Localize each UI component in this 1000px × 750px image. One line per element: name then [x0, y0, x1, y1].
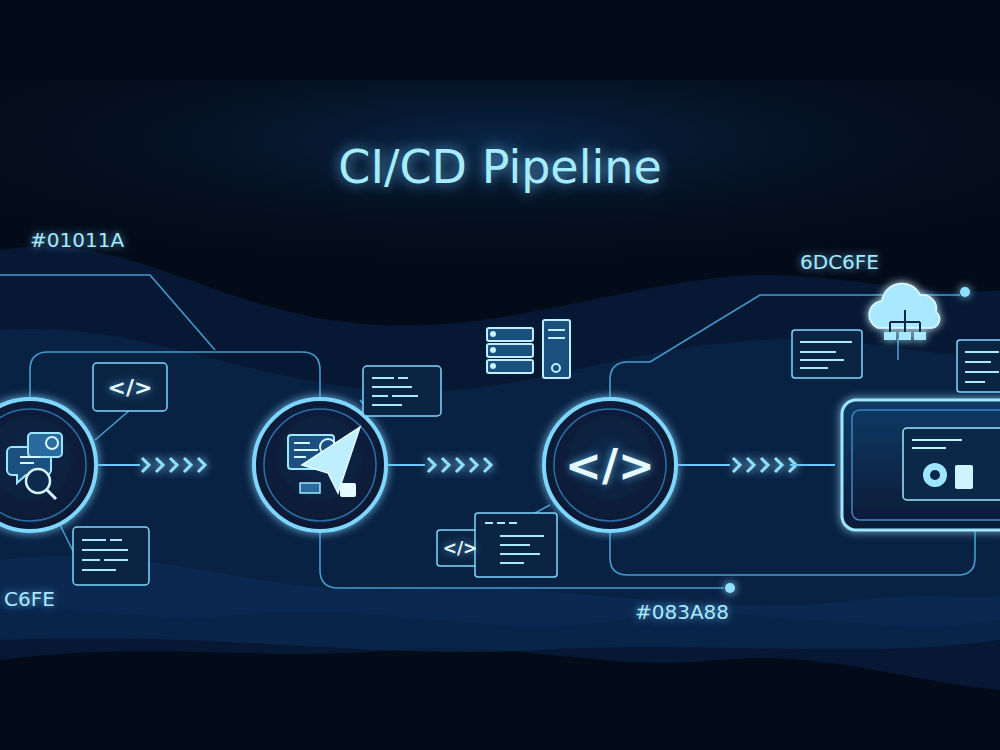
color-code: 6DC6FE	[800, 250, 879, 274]
link-line	[790, 464, 835, 466]
chevron	[184, 458, 191, 472]
color-code: #083A88	[635, 600, 729, 624]
chevron	[733, 458, 740, 472]
cloud-icon	[869, 283, 939, 340]
chevron	[428, 458, 435, 472]
link-line	[675, 464, 730, 466]
chevron	[142, 458, 149, 472]
color-code: #01011A	[30, 228, 124, 252]
chevron	[747, 458, 754, 472]
code-symbol: </>	[108, 375, 153, 400]
code-text-lines	[82, 342, 999, 570]
title-glow	[0, 80, 1000, 280]
deploy-tablet	[842, 400, 1000, 530]
chevron	[198, 458, 205, 472]
chevron	[456, 458, 463, 472]
server-icons	[487, 320, 570, 378]
color-code: C6FE	[4, 587, 55, 611]
chevron	[761, 458, 768, 472]
link-line	[385, 464, 425, 466]
chevron	[442, 458, 449, 472]
code-panels	[73, 330, 1000, 585]
chevron	[775, 458, 782, 472]
chevron	[156, 458, 163, 472]
chevron	[170, 458, 177, 472]
wires	[0, 275, 975, 588]
title: CI/CD Pipeline	[0, 140, 1000, 194]
chevron	[470, 458, 477, 472]
code-symbol: </>	[565, 440, 655, 491]
flow-chevrons	[142, 458, 796, 472]
link-line	[95, 464, 140, 466]
stage-circles	[0, 399, 676, 531]
code-symbol: </>	[443, 538, 478, 558]
chevron	[484, 458, 491, 472]
